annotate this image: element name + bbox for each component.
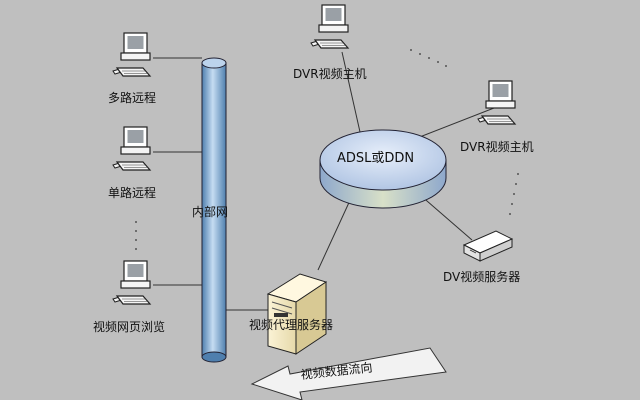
dv-server-label: DV视频服务器 bbox=[443, 270, 521, 284]
intranet-pipe bbox=[201, 57, 227, 363]
computer-icon bbox=[477, 80, 516, 125]
connection-lines bbox=[153, 51, 495, 311]
dvr-host-right-label: DVR视频主机 bbox=[460, 140, 534, 154]
data-flow-arrow bbox=[250, 347, 447, 400]
adsl-ddn-cloud bbox=[319, 129, 447, 209]
proxy-server-label: 视频代理服务器 bbox=[249, 318, 334, 332]
ellipsis-dots bbox=[135, 49, 519, 250]
multi-remote-label: 多路远程 bbox=[108, 91, 157, 105]
computer-icon bbox=[112, 126, 151, 171]
web-browse-label: 视频网页浏览 bbox=[93, 320, 166, 334]
adsl-ddn-label: ADSL或DDN bbox=[337, 151, 415, 166]
dv-server-device-icon bbox=[462, 230, 514, 262]
computer-icon bbox=[112, 32, 151, 77]
computer-icon bbox=[112, 260, 151, 305]
intranet-label: 内部网 bbox=[192, 205, 229, 219]
computer-icon bbox=[310, 4, 349, 49]
dvr-host-top-label: DVR视频主机 bbox=[293, 67, 367, 81]
single-remote-label: 单路远程 bbox=[108, 186, 157, 200]
proxy-server-icon bbox=[266, 273, 328, 355]
